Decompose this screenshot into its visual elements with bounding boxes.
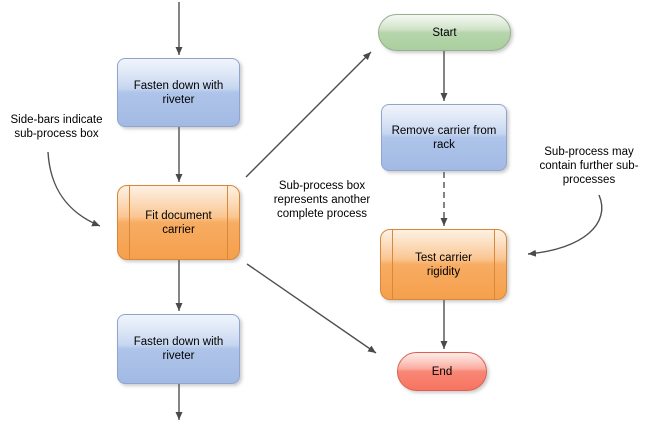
connector-fit-document-to-end-diagonal <box>246 263 377 354</box>
annotation-subprocess-represents: Sub-process box represents another compl… <box>273 180 371 220</box>
node-end[interactable]: End <box>397 352 487 391</box>
annotation-subprocess-may-contain: Sub-process may contain further sub- pro… <box>539 146 639 186</box>
connector-left-annotation-curve <box>47 151 101 227</box>
node-start[interactable]: Start <box>378 14 511 51</box>
node-remove-carrier-from-rack[interactable]: Remove carrier from rack <box>381 104 507 171</box>
connector-right-annotation-curve <box>527 194 603 257</box>
node-fit-document-carrier[interactable]: Fit document carrier <box>117 185 240 260</box>
node-fasten-down-with-riveter-top[interactable]: Fasten down with riveter <box>117 58 240 127</box>
connector-fit-document-to-start-diagonal <box>245 51 372 178</box>
annotation-sidebars-indicate: Side-bars indicate sub-process box <box>10 114 103 140</box>
node-fasten-down-with-riveter-bottom[interactable]: Fasten down with riveter <box>117 314 240 384</box>
node-test-carrier-rigidity[interactable]: Test carrier rigidity <box>380 229 507 300</box>
